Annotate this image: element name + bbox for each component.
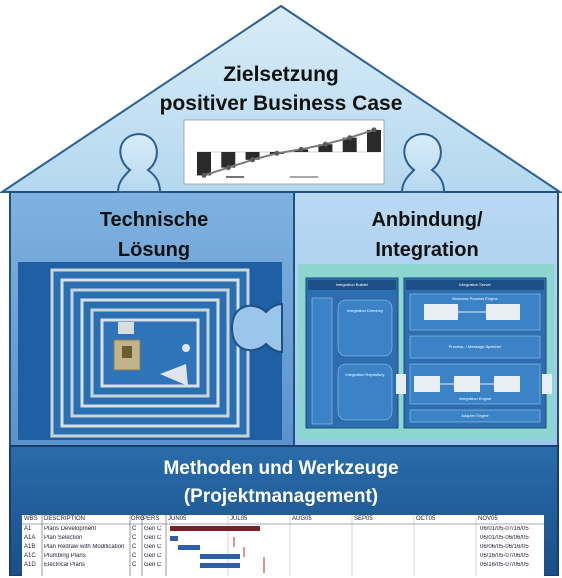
gantt-row-org: C bbox=[132, 526, 137, 532]
left-title-line2: Lösung bbox=[117, 239, 191, 261]
gantt-row-description: Plumbing Plans bbox=[44, 553, 86, 559]
puzzle-connector bbox=[230, 302, 283, 354]
puzzle-tab-right bbox=[400, 132, 446, 193]
gantt-row-wbs: A1D bbox=[24, 562, 36, 568]
roof-title: Zielsetzung positiver Business Case bbox=[100, 60, 462, 118]
roof-title-line2: positiver Business Case bbox=[159, 92, 403, 115]
gantt-row-pers: Gen C bbox=[144, 535, 162, 541]
gantt-header-org: ORG bbox=[131, 516, 145, 522]
chart-bar bbox=[367, 129, 381, 152]
chart-bar bbox=[318, 144, 333, 152]
gantt-row-description: Electrical Plans bbox=[44, 562, 86, 568]
gantt-header-jun: JUN05 bbox=[168, 516, 187, 522]
rfid-coil-graphic bbox=[18, 262, 282, 440]
rfid-tag-image bbox=[18, 262, 282, 440]
chart-bar bbox=[342, 137, 357, 152]
gantt-row-wbs: A1A bbox=[24, 535, 36, 541]
chart-point bbox=[371, 127, 377, 133]
left-title-line1: Technische bbox=[99, 209, 209, 231]
right-title-line1: Anbindung/ bbox=[371, 209, 483, 231]
right-title-line2: Integration bbox=[375, 239, 479, 261]
foundation-title: Methoden und Werkzeuge (Projektmanagemen… bbox=[0, 455, 562, 511]
business-case-chart bbox=[183, 119, 385, 185]
directory-label: Integration Directory bbox=[346, 308, 383, 313]
roof-title-line1: Zielsetzung bbox=[223, 63, 339, 86]
gantt-row-pers: Gen C bbox=[144, 544, 162, 550]
gantt-row-description: Plan Selection bbox=[44, 535, 83, 541]
repository-label: Integration Repository bbox=[345, 372, 385, 377]
chart-point bbox=[298, 146, 304, 152]
gantt-row-dates: 06/16/05-07/06/05 bbox=[480, 553, 529, 559]
gantt-row-dates: 06/01/05-06/06/05 bbox=[480, 535, 529, 541]
gantt-row-wbs: A1B bbox=[24, 544, 36, 550]
chart-point bbox=[274, 150, 280, 156]
gantt-header-pers: PERS bbox=[143, 516, 160, 522]
integration-engine-label: Integration Engine bbox=[458, 396, 492, 401]
chart-point bbox=[250, 157, 256, 163]
chart-bar bbox=[245, 152, 260, 160]
gantt-row-pers: Gen C bbox=[144, 562, 162, 568]
gantt-chart: WBS DESCRIPTION ORG PERS JUN05 JUL05 AUG… bbox=[22, 515, 544, 576]
gantt-row-org: C bbox=[132, 544, 137, 550]
bpe-label: Business Process Engine bbox=[452, 296, 498, 301]
puzzle-tab-left bbox=[116, 132, 162, 193]
chart-point bbox=[225, 165, 231, 171]
integration-architecture: Integration Builder Integration Server I… bbox=[298, 264, 554, 440]
gantt-header-nov: NOV05 bbox=[478, 516, 498, 522]
gantt-header-description: DESCRIPTION bbox=[44, 516, 86, 522]
gantt-row-description: Plans Development bbox=[44, 526, 97, 532]
foundation-title-line2: (Projektmanagement) bbox=[183, 486, 379, 507]
right-panel-title: Anbindung/ Integration bbox=[296, 205, 558, 265]
gantt-row-pers: Gen C bbox=[144, 553, 162, 559]
gantt-row-wbs: A1 bbox=[24, 526, 32, 532]
gantt-row-wbs: A1C bbox=[24, 553, 36, 559]
adapter-engine-label: Adapter Engine bbox=[461, 413, 489, 418]
chart-bar bbox=[221, 152, 236, 168]
gantt-row-pers: Gen C bbox=[144, 526, 162, 532]
gantt-row-dates: 06/16/05-07/06/05 bbox=[480, 562, 529, 568]
gantt-row-org: C bbox=[132, 553, 137, 559]
integration-diagram-graphic bbox=[298, 264, 554, 440]
gantt-row-org: C bbox=[132, 535, 137, 541]
gantt-header-jul: JUL05 bbox=[230, 516, 248, 522]
pipeline-label: Process- / Message-Speicher bbox=[448, 344, 502, 349]
builder-title: Integration Builder bbox=[335, 282, 369, 287]
server-title: Integration Server bbox=[459, 282, 491, 287]
gantt-header-oct: OCT05 bbox=[416, 516, 436, 522]
gantt-header-aug: AUG05 bbox=[292, 516, 312, 522]
gantt-row-description: Plan Redraw with Modification bbox=[44, 544, 125, 550]
chart-bar bbox=[197, 152, 211, 176]
foundation-title-line1: Methoden und Werkzeuge bbox=[163, 458, 399, 479]
chart-point bbox=[347, 135, 353, 141]
left-panel-title: Technische Lösung bbox=[14, 205, 294, 265]
gantt-row-dates: 06/01/05-07/16/05 bbox=[480, 526, 529, 532]
gantt-grid bbox=[22, 515, 544, 576]
chart-point bbox=[201, 172, 207, 178]
gantt-header-sep: SEP05 bbox=[354, 516, 373, 522]
gantt-header-wbs: WBS bbox=[24, 516, 38, 522]
chart-point bbox=[322, 141, 328, 147]
gantt-row-org: C bbox=[132, 562, 137, 568]
gantt-row-dates: 06/06/05-06/16/05 bbox=[480, 544, 529, 550]
